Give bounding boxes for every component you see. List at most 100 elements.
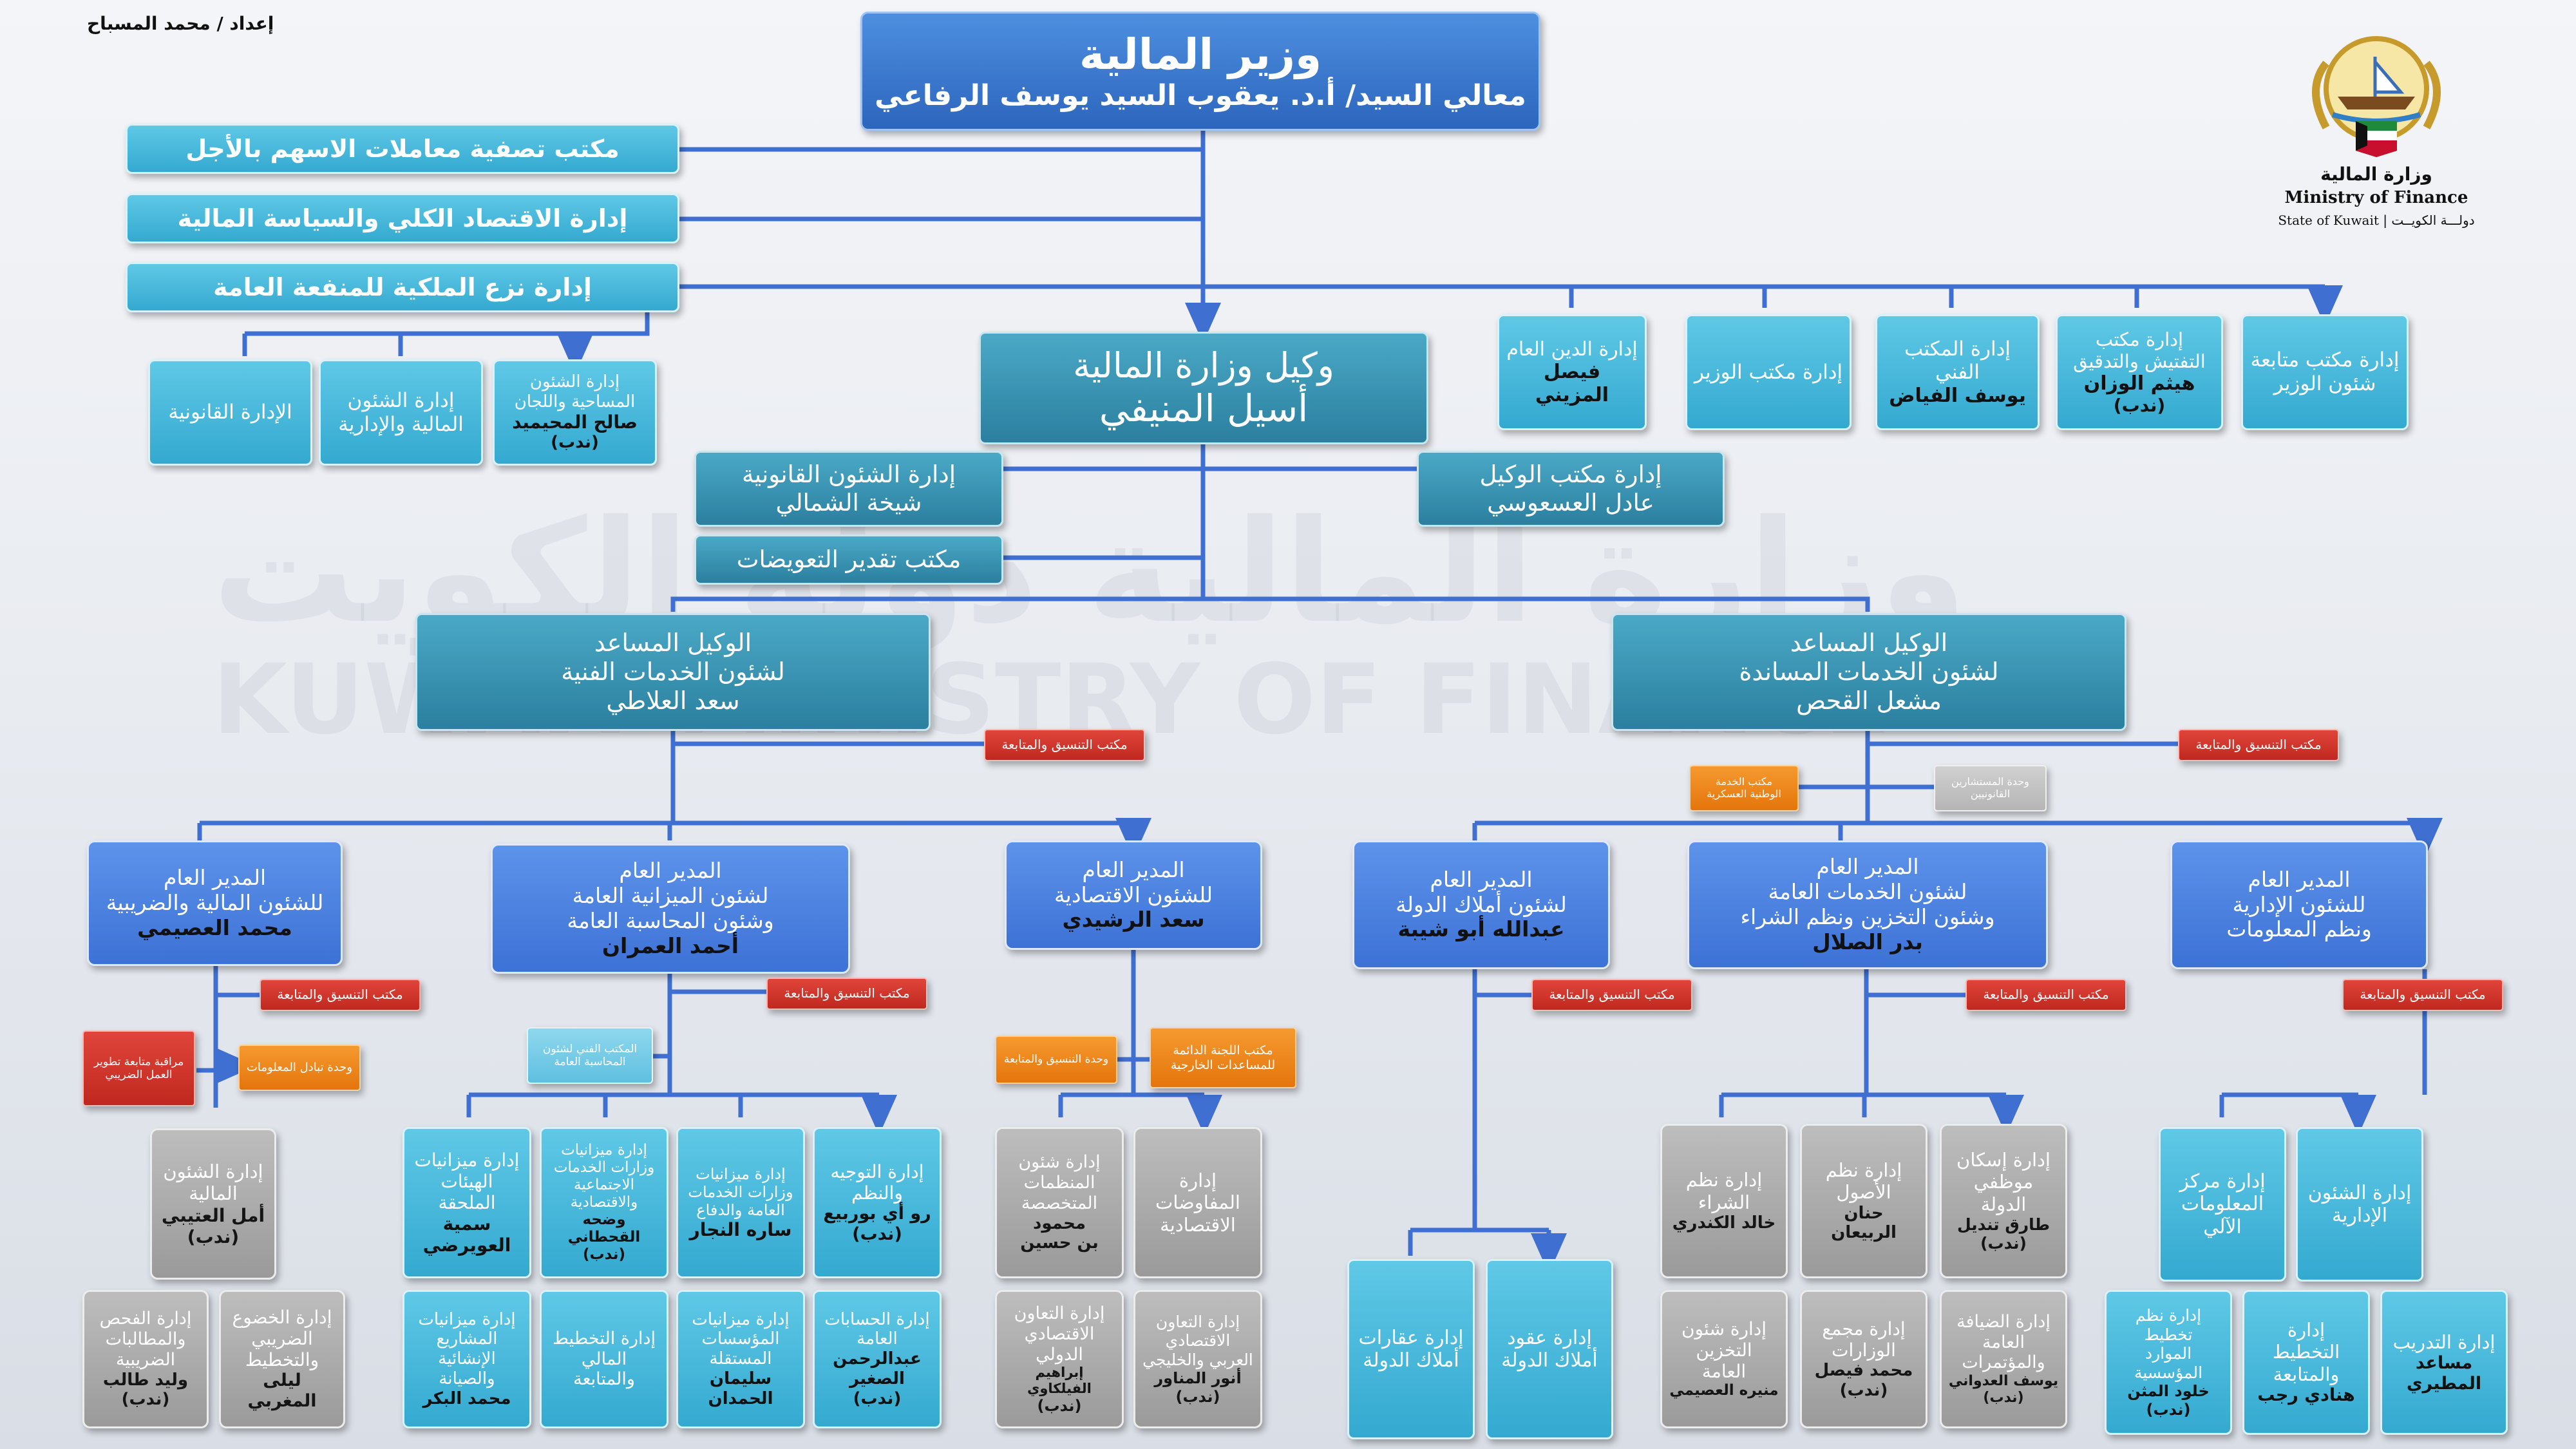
shares-clearance-office[interactable]: مكتب تصفية معاملات الاسهم بالأجل (126, 124, 679, 174)
tax-audit-head: وليد طالب (102, 1370, 189, 1390)
services-defense-budget-dept[interactable]: إدارة ميزانيات وزارات الخدمات العامة وال… (676, 1127, 805, 1278)
annexed-bodies-budget-dept[interactable]: إدارة ميزانيات الهيئات الملحقة سمية العو… (402, 1127, 531, 1278)
hospitality-conferences-dept[interactable]: إدارة الضيافة العامة والمؤتمرات يوسف الع… (1940, 1290, 2067, 1428)
projects-budget-dept[interactable]: إدارة ميزانيات المشاريع الإنشائية والصيا… (402, 1290, 531, 1428)
hospitality-line: والمؤتمرات (1962, 1352, 2045, 1373)
storage-line: التخزين (1696, 1340, 1752, 1361)
arab-coop-line: العربي والخليجي (1142, 1350, 1253, 1369)
independent-institutions-budget-dept[interactable]: إدارة ميزانيات المؤسسات المستقلة سليمان … (676, 1290, 805, 1428)
organizations-line: المتخصصة (1021, 1193, 1098, 1213)
tax-audit-claims-dept[interactable]: إدارة الفحص والمطالبات الضريبية وليد طال… (82, 1290, 209, 1428)
dg-property-name: عبدالله أبو شيبة (1397, 916, 1565, 942)
public-storage-dept[interactable]: إدارة شئون التخزين العامة منيره العصيمي (1660, 1290, 1788, 1428)
ministry-logo (2293, 24, 2460, 160)
contracts-line: إدارة عقود (1507, 1326, 1592, 1349)
planning-followup-head: هنادي رجب (2257, 1385, 2355, 1405)
undersecretary-title: وكيل وزارة المالية (1073, 345, 1334, 386)
coordination-office-technical[interactable]: مكتب التنسيق والمتابعة (984, 729, 1145, 761)
tax-reform-monitoring[interactable]: مراقبة متابعة تطوير العمل الضريبي (82, 1030, 195, 1106)
public-accounts-dept[interactable]: إدارة الحسابات العامة عبدالرحمن الصغير (… (813, 1290, 942, 1428)
economic-coordination-unit[interactable]: وحدة التنسيق والمتابعة (995, 1036, 1117, 1084)
defense-line: إدارة ميزانيات (696, 1164, 786, 1183)
tax-audit-line: الضريبية (115, 1349, 176, 1370)
legal-dept[interactable]: الإدارة القانونية (148, 359, 312, 466)
economic-negotiations-dept[interactable]: إدارة المفاوضات الاقتصادية (1133, 1127, 1262, 1278)
inspection-audit-dept[interactable]: إدارة مكتب التفتيش والتدقيق هيثم الوزان … (2056, 314, 2223, 430)
minister-title: وزير المالية (1079, 29, 1322, 79)
hospitality-line: إدارة الضيافة (1956, 1311, 2050, 1332)
undersecretary-office-dept[interactable]: إدارة مكتب الوكيل عادل العسعوسي (1417, 451, 1725, 527)
intl-economic-coop-dept[interactable]: إدارة التعاون الاقتصادي الدولي إبراهيم ا… (995, 1290, 1124, 1428)
economic-coordination-label: وحدة التنسيق والمتابعة (1003, 1053, 1109, 1066)
arab-coop-head: أنور المناور (1154, 1369, 1242, 1388)
planning-followup-dept[interactable]: إدارة التخطيط والمتابعة هنادي رجب (2242, 1290, 2370, 1435)
tax-compliance-dept[interactable]: إدارة الخضوع الضريبي والتخطيط ليلى المغر… (219, 1290, 345, 1428)
asst-technical-title: الوكيل المساعد (594, 629, 752, 658)
social-ministries-budget-dept[interactable]: إدارة ميزانيات وزارات الخدمات الاجتماعية… (540, 1127, 668, 1278)
accounts-line: العامة (857, 1329, 898, 1349)
info-exchange-unit[interactable]: وحدة تبادل المعلومات (238, 1045, 361, 1091)
computer-center-dept[interactable]: إدارة مركز المعلومات الآلي (2159, 1127, 2286, 1282)
dg-budget-title: المدير العام (619, 858, 722, 884)
dg-budget-accounting[interactable]: المدير العام لشئون الميزانية العامة وشئو… (491, 844, 850, 974)
financial-planning-dept[interactable]: إدارة التخطيط المالي والمتابعة (540, 1290, 668, 1428)
employee-housing-dept[interactable]: إدارة إسكان موظفي الدولة طارق تنديل (ندب… (1940, 1124, 2067, 1278)
legal-advisors-unit[interactable]: وحدة المستشارين القانونيين (1934, 765, 2047, 811)
coordination-office-budget[interactable]: مكتب التنسيق والمتابعة (766, 978, 927, 1010)
minister-followup-dept[interactable]: إدارة مكتب متابعة شئون الوزير (2241, 314, 2409, 430)
dg-tax-affairs[interactable]: المدير العام للشئون المالية والضريبية مح… (87, 840, 343, 966)
asst-support-services[interactable]: الوكيل المساعد لشئون الخدمات المساندة مش… (1611, 613, 2126, 731)
specialized-organizations-dept[interactable]: إدارة شئون المنظمات المتخصصة محمود بن حس… (995, 1127, 1124, 1278)
dg-general-services[interactable]: المدير العام لشئون الخدمات العامة وشئون … (1687, 840, 2048, 969)
tax-financial-affairs-dept[interactable]: إدارة الشئون المالية أمل العتيبي (ندب) (150, 1128, 276, 1280)
coordination-office-support[interactable]: مكتب التنسيق والمتابعة (2178, 729, 2339, 761)
social-line: إدارة ميزانيات (561, 1141, 647, 1159)
legal-affairs-dept[interactable]: إدارة الشئون القانونية شيخة الشمالي (694, 451, 1003, 527)
coordination-office-property[interactable]: مكتب التنسيق والمتابعة (1531, 979, 1692, 1011)
institutional-resources-dept[interactable]: إدارة نظم تخطيط الموارد المؤسسية خلود ال… (2105, 1290, 2232, 1435)
purchasing-systems-dept[interactable]: إدارة نظم الشراء خالد الكندري (1660, 1124, 1788, 1278)
coordination-office-services[interactable]: مكتب التنسيق والمتابعة (1965, 979, 2126, 1011)
arab-gulf-coop-dept[interactable]: إدارة التعاون الاقتصادي العربي والخليجي … (1133, 1290, 1262, 1428)
administrative-affairs-dept[interactable]: إدارة الشئون الإدارية (2296, 1127, 2423, 1282)
minister-office-dept[interactable]: إدارة مكتب الوزير (1685, 314, 1852, 430)
coordination-office-admin[interactable]: مكتب التنسيق والمتابعة (2342, 979, 2503, 1011)
dg-economic-affairs[interactable]: المدير العام للشئون الاقتصادية سعد الرشي… (1005, 840, 1262, 950)
minister-box[interactable]: وزير المالية معالي السيد/ أ.د. يعقوب الس… (860, 12, 1540, 131)
ministries-complex-dept[interactable]: إدارة مجمع الوزارات محمد فيصل (ندب) (1800, 1290, 1927, 1428)
independent-head: الحمدان (708, 1388, 773, 1408)
guidance-systems-dept[interactable]: إدارة التوجيه والنظم رو أي بوربيع (ندب) (813, 1127, 942, 1278)
asst-technical-sector: لشئون الخدمات الفنية (561, 658, 785, 687)
defense-line: وزارات الخدمات (688, 1182, 793, 1201)
compensation-office[interactable]: مكتب تقدير التعويضات (694, 535, 1003, 585)
asset-systems-dept[interactable]: إدارة نظم الأصول حنان الربيعان (1800, 1124, 1927, 1278)
finance-admin-dept[interactable]: إدارة الشئون المالية والإدارية (319, 359, 483, 466)
public-debt-dept[interactable]: إدارة الدين العام فيصل المزيني (1497, 314, 1647, 430)
training-dept[interactable]: إدارة التدريب مساعد المطيري (2380, 1290, 2508, 1435)
macro-economy-dept[interactable]: إدارة الاقتصاد الكلي والسياسة المالية (126, 193, 679, 243)
dg-services-sector: وشئون التخزين ونظم الشراء (1740, 904, 1995, 929)
asst-technical-services[interactable]: الوكيل المساعد لشئون الخدمات الفنية سعد … (415, 613, 931, 731)
dg-admin-affairs[interactable]: المدير العام للشئون الإدارية ونظم المعلو… (2170, 840, 2428, 969)
undersecretary-box[interactable]: وكيل وزارة المالية أسيل المنيفي (979, 332, 1428, 444)
hr-planning-secondment: (ندب) (2146, 1400, 2191, 1419)
foreign-aid-committee-office[interactable]: مكتب اللجنة الدائمة للمساعدات الخارجية (1150, 1027, 1296, 1088)
accounting-tech-office[interactable]: المكتب الفني لشئون المحاسبة العامة (527, 1027, 653, 1084)
expropriation-dept[interactable]: إدارة نزع الملكية للمنفعة العامة (126, 262, 679, 312)
national-service-office[interactable]: مكتب الخدمة الوطنية العسكرية (1689, 765, 1799, 811)
intl-coop-head: إبراهيم الفيلكاوي (1027, 1365, 1092, 1397)
state-real-estate-dept[interactable]: إدارة عقارات أملاك الدولة (1347, 1259, 1475, 1439)
tech-office-dept[interactable]: إدارة المكتب الفني يوسف الفياض (1875, 314, 2040, 430)
arab-coop-line: الاقتصادي (1165, 1331, 1231, 1350)
dg-budget-sector: وشئون المحاسبة العامة (567, 908, 774, 933)
state-contracts-dept[interactable]: إدارة عقود أملاك الدولة (1486, 1259, 1613, 1439)
housing-line: الدولة (1980, 1193, 2027, 1215)
annexed-line: الهيئات الملحقة (438, 1170, 496, 1213)
survey-committees-dept[interactable]: إدارة الشئون المساحية واللجان صالح المحي… (493, 359, 657, 466)
coordination-office-tax[interactable]: مكتب التنسيق والمتابعة (260, 979, 421, 1011)
us-office-label: إدارة مكتب الوكيل (1479, 460, 1662, 489)
survey-line: إدارة الشئون (529, 372, 620, 392)
tech-office-head: يوسف الفياض (1889, 384, 2026, 407)
survey-line: المساحية واللجان (514, 392, 636, 412)
dg-state-property[interactable]: المدير العام لشئون أملاك الدولة عبدالله … (1352, 840, 1610, 969)
